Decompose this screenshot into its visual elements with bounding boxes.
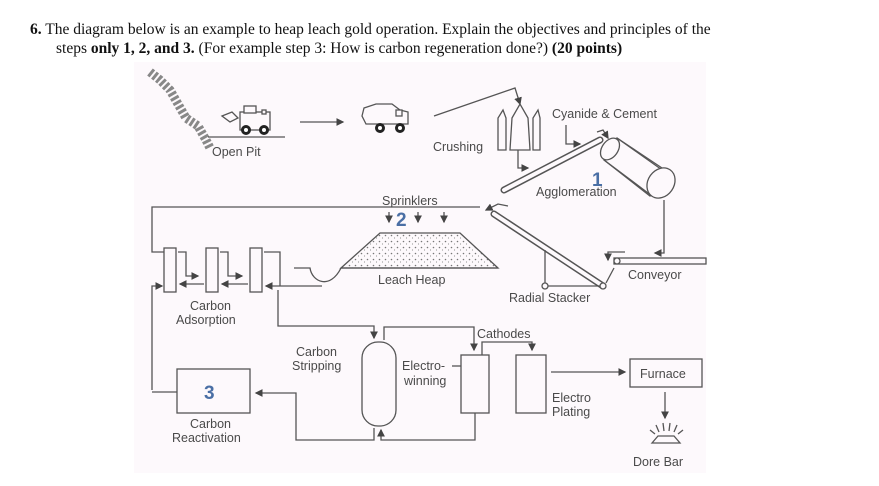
crushing-label: Crushing [433, 140, 483, 154]
carbon-stripping-vessel-icon [361, 341, 397, 427]
cyanide-cement-label: Cyanide & Cement [552, 107, 657, 121]
step-1-marker: 1 [592, 170, 603, 191]
carbon-reactivation-box [176, 368, 251, 414]
step-3-marker: 3 [204, 383, 215, 404]
leach-heap-icon [294, 232, 500, 283]
carbon-reactivation-label-1: Carbon [190, 417, 231, 431]
carbon-adsorption-label-1: Carbon [190, 299, 231, 313]
question-number: 6. [30, 21, 42, 38]
crusher-icon [497, 102, 541, 172]
carbon-stripping-label-2: Stripping [292, 359, 341, 373]
radial-stacker-icon [484, 203, 615, 290]
carbon-stripping-label-1: Carbon [296, 345, 337, 359]
dore-bar-label: Dore Bar [633, 455, 683, 469]
leach-heap-label: Leach Heap [378, 273, 445, 287]
electro-plating-cell-icon [515, 354, 547, 414]
sprinklers-label: Sprinklers [382, 194, 438, 208]
carbon-adsorption-columns-icon [151, 247, 322, 390]
electro-plating-label-2: Plating [552, 405, 590, 419]
conveyor-icon [604, 251, 707, 265]
agglomeration-drum-icon [599, 137, 676, 199]
arrow-adsorption-to-stripping [277, 290, 378, 340]
arrow-stripping-to-electrowinning [383, 326, 478, 352]
electrowinning-cell-icon [460, 354, 490, 414]
arrow-stripping-to-reactivation [254, 389, 375, 441]
conveyor-label: Conveyor [628, 268, 682, 282]
arrow-drum-to-conveyor [653, 200, 665, 257]
open-pit-label: Open Pit [212, 145, 261, 159]
question-text: 6. The diagram below is an example to he… [30, 20, 870, 58]
electrowinning-label-1: Electro- [402, 359, 445, 373]
dore-bar-icon [649, 422, 684, 444]
cathodes-label: Cathodes [477, 327, 531, 341]
electrowinning-label-2: winning [403, 374, 446, 388]
radial-stacker-label: Radial Stacker [509, 291, 590, 305]
arrow-cathodes [481, 341, 536, 355]
sprinkler-line [151, 206, 480, 253]
loader-icon [220, 105, 271, 135]
arrow-electrowinning-return [377, 413, 476, 441]
haul-truck-icon [361, 103, 409, 133]
furnace-box [629, 358, 703, 388]
carbon-reactivation-label-2: Reactivation [172, 431, 241, 445]
open-pit-wall-icon [147, 68, 285, 151]
carbon-adsorption-label-2: Adsorption [176, 313, 236, 327]
step-2-marker: 2 [396, 210, 407, 231]
arrow-truck-to-crusher [433, 87, 522, 117]
furnace-label: Furnace [640, 367, 686, 381]
arrow-cyanide-cement [565, 125, 582, 148]
question-line-2: steps only 1, 2, and 3. (For example ste… [56, 40, 623, 57]
feed-conveyor-icon [500, 129, 609, 194]
electro-plating-label-1: Electro [552, 391, 591, 405]
question-line-1: 6. The diagram below is an example to he… [30, 21, 711, 38]
agglomeration-label: Agglomeration [536, 185, 617, 199]
